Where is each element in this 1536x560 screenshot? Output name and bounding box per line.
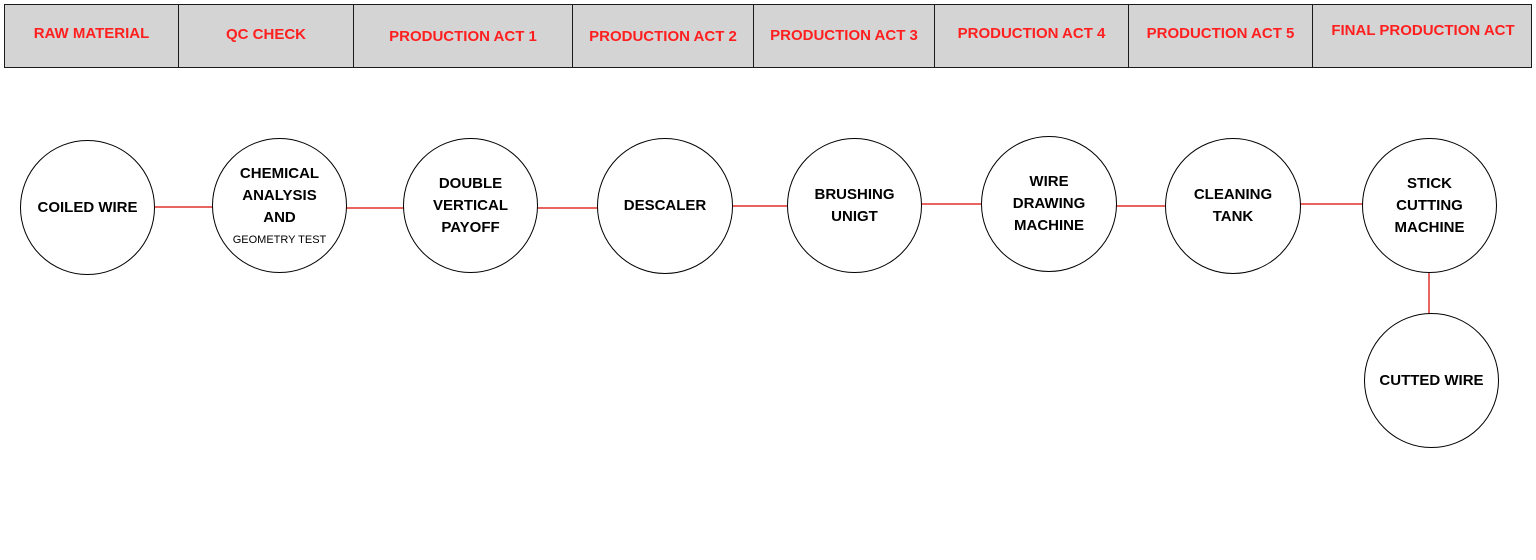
node-label: COILED WIRE [37, 198, 138, 216]
stage-header-label: PRODUCTION ACT 4 [957, 25, 1106, 42]
node-label: ANALYSIS [242, 186, 317, 204]
stage-header-qc-check: QC CHECK [179, 5, 354, 67]
stage-header-bar: RAW MATERIAL QC CHECK PRODUCTION ACT 1 P… [4, 4, 1532, 68]
stage-header-label: FINAL PRODUCTION ACT [1331, 22, 1515, 39]
stage-header-raw-material: RAW MATERIAL [5, 5, 179, 67]
stage-header-production-act-5: PRODUCTION ACT 5 [1129, 5, 1313, 67]
node-label: STICK [1407, 174, 1452, 192]
stage-header-label: PRODUCTION ACT 2 [589, 28, 737, 45]
node-label: MACHINE [1014, 217, 1084, 234]
node-label: AND [263, 208, 296, 226]
stage-header-final-production-act: FINAL PRODUCTION ACT [1313, 5, 1533, 67]
node-label: BRUSHING [814, 185, 895, 203]
stage-header-label: QC CHECK [225, 26, 306, 43]
stage-header-label: RAW MATERIAL [33, 25, 150, 42]
node-label: DESCALER [623, 197, 707, 214]
node-label: CUTTING [1396, 196, 1463, 214]
node-label: WIRE [1029, 173, 1069, 190]
node-label: DRAWING [1012, 195, 1086, 212]
stage-header-production-act-3: PRODUCTION ACT 3 [754, 5, 935, 67]
node-cleaning-tank: CLEANING TANK [1165, 138, 1301, 274]
stage-header-production-act-4: PRODUCTION ACT 4 [935, 5, 1129, 67]
node-label: MACHINE [1394, 218, 1465, 236]
node-chemical-analysis-geometry-test: CHEMICAL ANALYSIS AND GEOMETRY TEST [212, 138, 347, 273]
stage-header-production-act-2: PRODUCTION ACT 2 [573, 5, 754, 67]
node-label: VERTICAL [433, 196, 508, 214]
stage-header-label: PRODUCTION ACT 1 [389, 28, 537, 45]
node-label: CLEANING [1193, 186, 1273, 203]
node-descaler: DESCALER [597, 138, 733, 274]
node-cutted-wire: CUTTED WIRE [1364, 313, 1499, 448]
node-label: PAYOFF [441, 218, 500, 236]
node-label: DOUBLE [438, 174, 503, 192]
node-brushing-unit: BRUSHING UNIGT [787, 138, 922, 273]
node-double-vertical-payoff: DOUBLE VERTICAL PAYOFF [403, 138, 538, 273]
node-sublabel: GEOMETRY TEST [232, 233, 327, 246]
stage-header-production-act-1: PRODUCTION ACT 1 [354, 5, 573, 67]
stage-header-label: PRODUCTION ACT 3 [770, 27, 918, 44]
node-stick-cutting-machine: STICK CUTTING MACHINE [1362, 138, 1497, 273]
node-wire-drawing-machine: WIRE DRAWING MACHINE [981, 136, 1117, 272]
node-coiled-wire: COILED WIRE [20, 140, 155, 275]
stage-header-label: PRODUCTION ACT 5 [1146, 25, 1295, 42]
node-label: CUTTED WIRE [1379, 371, 1484, 389]
node-label: CHEMICAL [239, 164, 320, 182]
node-label: UNIGT [831, 207, 878, 225]
node-label: TANK [1212, 208, 1254, 225]
